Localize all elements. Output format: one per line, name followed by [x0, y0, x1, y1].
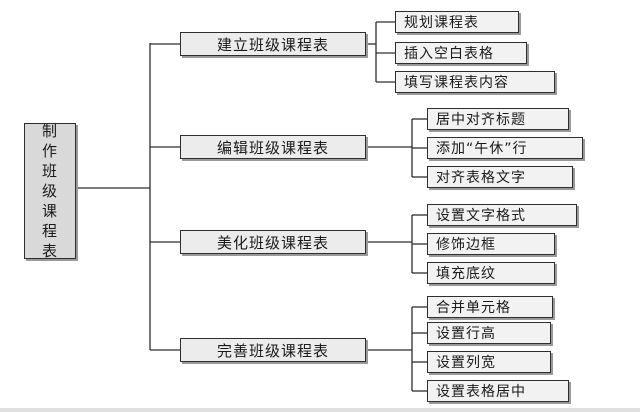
branch-node-3: 美化班级课程表 — [180, 230, 366, 254]
root-char-6: 程 — [41, 222, 58, 240]
leaf-node-4-4: 设置表格居中 — [427, 380, 569, 402]
leaf-node-3-3: 填充底纹 — [427, 262, 555, 284]
branch-node-2: 编辑班级课程表 — [180, 135, 366, 159]
branch-node-4: 完善班级课程表 — [180, 338, 366, 362]
root-node: 制作班级课程表 — [24, 122, 76, 260]
leaf-node-2-1: 居中对齐标题 — [427, 108, 569, 130]
root-char-4: 级 — [41, 182, 58, 200]
leaf-node-4-3: 设置列宽 — [427, 351, 551, 373]
root-char-7: 表 — [41, 242, 58, 260]
leaf-node-1-1: 规划课程表 — [395, 11, 519, 33]
leaf-node-2-2: 添加“午休”行 — [427, 137, 583, 159]
root-char-5: 课 — [41, 202, 58, 220]
leaf-node-3-1: 设置文字格式 — [427, 204, 577, 226]
bottom-edge — [0, 408, 640, 412]
root-char-1: 制 — [41, 122, 58, 140]
branch-node-1: 建立班级课程表 — [180, 32, 366, 56]
leaf-node-4-1: 合并单元格 — [427, 296, 553, 318]
root-char-3: 班 — [41, 162, 58, 180]
leaf-node-2-3: 对齐表格文字 — [427, 166, 573, 188]
leaf-node-4-2: 设置行高 — [427, 322, 551, 344]
root-char-2: 作 — [41, 142, 58, 160]
leaf-node-1-2: 插入空白表格 — [395, 42, 527, 64]
leaf-node-3-2: 修饰边框 — [427, 233, 555, 255]
leaf-node-1-3: 填写课程表内容 — [395, 71, 555, 93]
